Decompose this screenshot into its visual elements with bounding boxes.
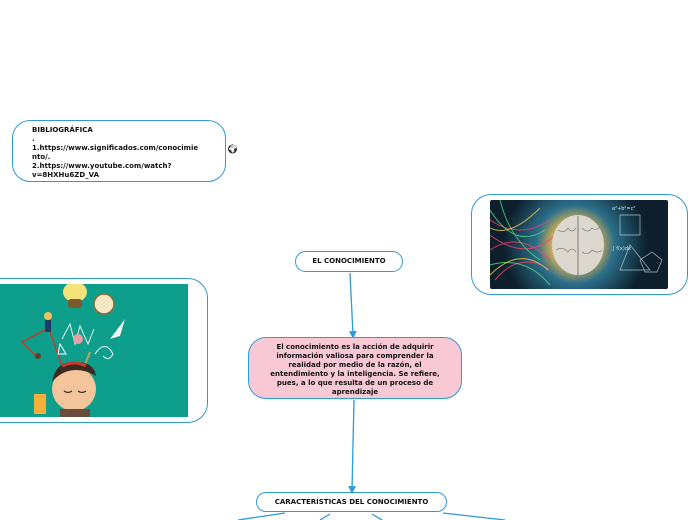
connector-branch-1 (237, 512, 286, 520)
bibliography-link[interactable]: v=8HXHu6ZD_VA (32, 171, 100, 179)
characteristics-node[interactable]: CARACTERÍSTICAS DEL CONOCIMIENTO (256, 492, 447, 512)
bibliography-line: . (32, 135, 35, 143)
connector-branch-4 (442, 512, 506, 520)
connector-branch-2 (319, 513, 331, 520)
bibliography-node[interactable]: BIBLIOGRÁFICA . 1.https://www.significad… (12, 120, 226, 182)
connector-description-to-characteristics (348, 399, 356, 494)
bibliography-link[interactable]: nto/. (32, 153, 51, 161)
title-node-label: EL CONOCIMIENTO (312, 257, 386, 265)
description-node[interactable]: El conocimiento es la acción de adquirir… (248, 337, 462, 399)
bibliography-link[interactable]: 2.https://www.youtube.com/watch? (32, 162, 172, 170)
bibliography-link[interactable]: 1.https://www.significados.com/conocimie (32, 144, 199, 152)
svg-text:a²+b²=c²: a²+b²=c² (612, 206, 635, 212)
svg-text:∫ f(x)dx: ∫ f(x)dx (612, 246, 631, 252)
globe-icon[interactable]: 🌍︎ (227, 145, 239, 155)
bibliography-line: BIBLIOGRÁFICA (32, 126, 93, 134)
description-text: El conocimiento es la acción de adquirir… (270, 343, 440, 396)
brain-image: a²+b²=c² ∫ f(x)dx (490, 200, 668, 289)
title-node[interactable]: EL CONOCIMIENTO (295, 251, 403, 272)
connector-branch-3 (371, 513, 383, 520)
boy-thinking-image (0, 284, 188, 417)
connector-title-to-description (348, 272, 357, 339)
characteristics-label: CARACTERÍSTICAS DEL CONOCIMIENTO (274, 498, 429, 506)
